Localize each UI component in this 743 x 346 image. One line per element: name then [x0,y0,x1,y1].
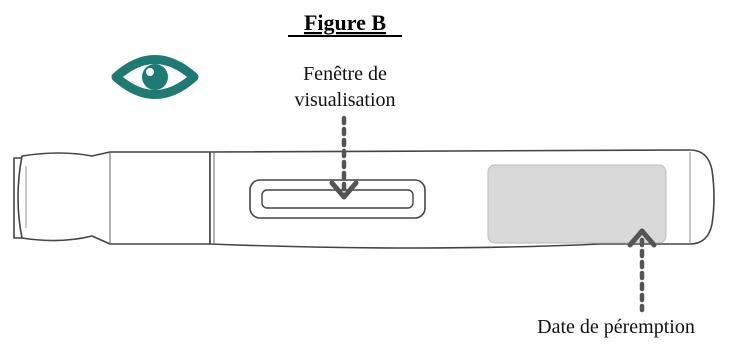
expiry-arrow [627,228,657,313]
window-label-line1: Fenêtre de [303,63,387,85]
expiry-label-area [487,164,667,244]
window-arrow [329,115,359,200]
window-label-line2: visualisation [294,89,395,111]
eye-icon [111,55,199,99]
pen-cap [17,151,211,245]
expiry-label: Date de péremption [537,316,695,338]
figure-title: Figure B [304,10,386,35]
